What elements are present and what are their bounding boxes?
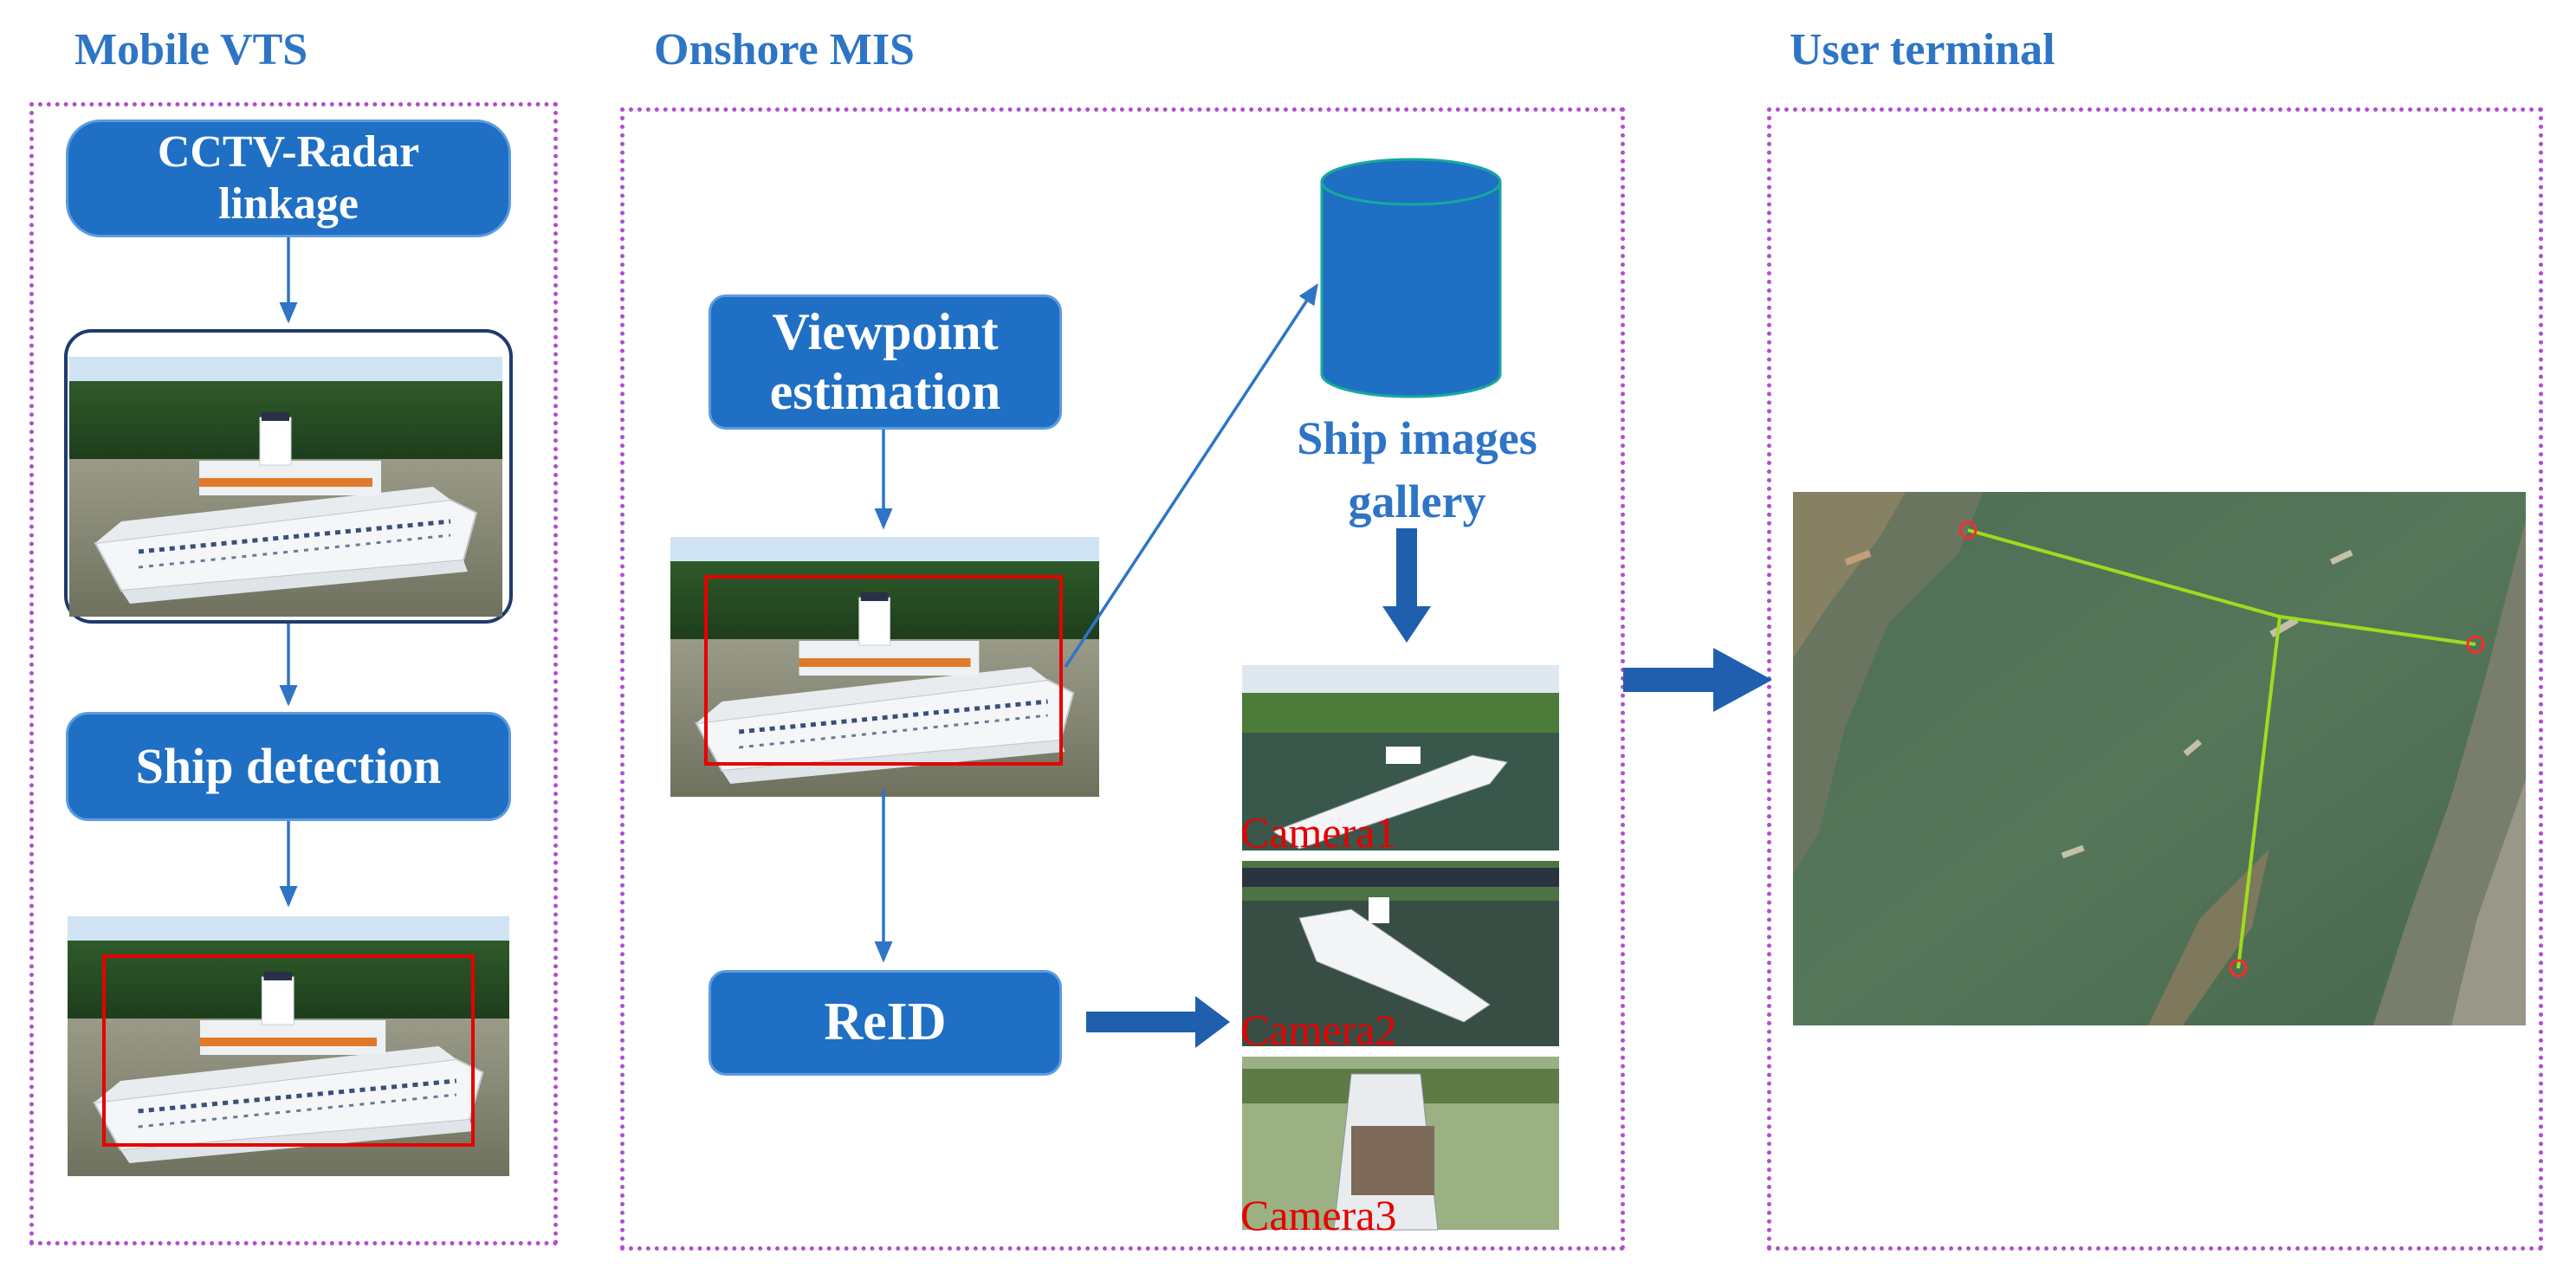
arrow-reid-to-cameras (1086, 996, 1230, 1048)
reid-label: ReID (824, 993, 947, 1052)
ship-detection-box: Ship detection (66, 712, 511, 821)
camera1-image (1242, 665, 1559, 850)
camera3-label: Camera3 (1240, 1191, 1397, 1239)
section-title-onshore-mis: Onshore MIS (654, 25, 915, 74)
section-title-mobile-vts: Mobile VTS (74, 25, 308, 74)
cctv-radar-linkage-label: CCTV-Radar linkage (157, 127, 420, 229)
ship-images-gallery-label: Ship images gallery (1297, 412, 1537, 527)
viewpoint-estimation-box: Viewpoint estimation (709, 294, 1062, 430)
camera-location-marker-icon (1958, 521, 2485, 978)
reid-box: ReID (709, 970, 1062, 1076)
database-cylinder-icon (1320, 158, 1502, 398)
panel-mobile-vts (29, 102, 558, 1245)
trajectory-line (2236, 616, 2282, 969)
arrow-photo-to-gallery (1064, 283, 1318, 668)
arrow-gallery-to-cameras (1382, 528, 1431, 643)
section-title-user-terminal: User terminal (1790, 25, 2055, 74)
ship-detection-label: Ship detection (135, 737, 442, 794)
cctv-radar-linkage-box: CCTV-Radar linkage (66, 120, 511, 237)
camera2-label: Camera2 (1240, 1006, 1397, 1054)
detection-bounding-box (102, 954, 475, 1147)
panel-onshore-mis (620, 107, 1625, 1251)
satellite-map-image (1793, 492, 2526, 1025)
camera3-image (1242, 1057, 1559, 1231)
cruise-ship-photo-1 (69, 357, 502, 617)
camera1-label: Camera1 (1240, 808, 1397, 857)
camera2-image (1242, 861, 1559, 1046)
viewpoint-estimation-label: Viewpoint estimation (769, 303, 1001, 420)
arrow-onshore-to-terminal (1623, 648, 1772, 712)
detection-bounding-box-onshore (704, 575, 1063, 766)
